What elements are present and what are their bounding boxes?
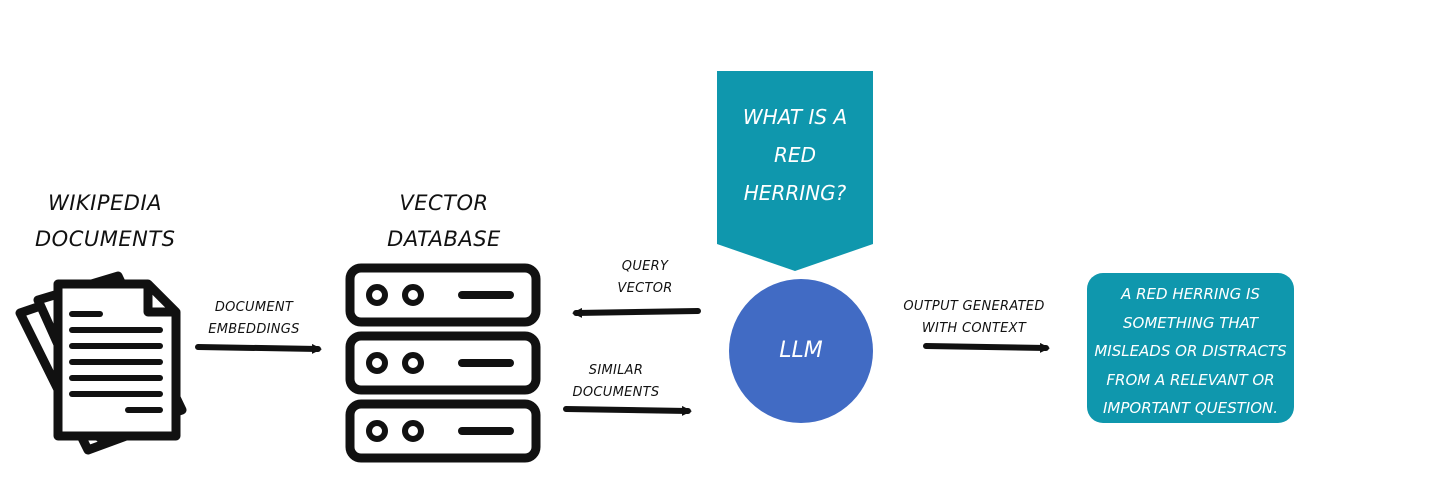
llm-label: LLM (779, 338, 823, 363)
label-similar-documents: Similar Documents (558, 360, 674, 404)
documents-icon (15, 271, 187, 455)
database-title-line: Vector (399, 191, 489, 215)
edge-label-line: Similar (588, 363, 644, 378)
answer-line: important question. (1102, 399, 1278, 417)
server-stack-icon (345, 263, 541, 463)
label-output-generated: Output Generated with Context (888, 296, 1060, 340)
edge-label-line: Output Generated (903, 299, 1045, 314)
label-query-vector: Query Vector (600, 256, 690, 300)
answer-text: A red herring is something that misleads… (1087, 280, 1294, 423)
edge-label-line: with Context (921, 321, 1027, 336)
arrow-similar-documents (563, 405, 692, 416)
question-line: herring? (743, 181, 847, 205)
answer-line: A red herring is (1121, 285, 1260, 303)
edge-label-line: Query (621, 259, 669, 274)
database-title: Vector Database (374, 185, 514, 257)
edge-label-line: Document (214, 300, 294, 315)
edge-label-line: Documents (572, 385, 660, 400)
arrow-output (923, 342, 1050, 353)
edge-label-line: Embeddings (208, 322, 300, 337)
answer-box (1087, 273, 1294, 423)
llm-node (729, 279, 873, 423)
label-document-embeddings: Document Embeddings (192, 297, 316, 341)
documents-title-line: Wikipedia (47, 191, 163, 215)
question-banner (717, 71, 873, 271)
answer-line: misleads or distracts (1094, 342, 1287, 360)
question-line: red (774, 143, 816, 167)
documents-title: Wikipedia Documents (35, 185, 175, 257)
answer-line: from a relevant or (1106, 370, 1275, 389)
arrow-query-vector (572, 307, 701, 318)
question-line: What is a (742, 105, 848, 129)
database-title-line: Database (387, 227, 501, 251)
documents-title-line: Documents (35, 227, 176, 251)
arrow-embeddings (195, 343, 322, 354)
edge-label-line: Vector (617, 281, 673, 296)
answer-line: something that (1123, 313, 1258, 332)
question-text: What is a red herring? (717, 98, 873, 212)
